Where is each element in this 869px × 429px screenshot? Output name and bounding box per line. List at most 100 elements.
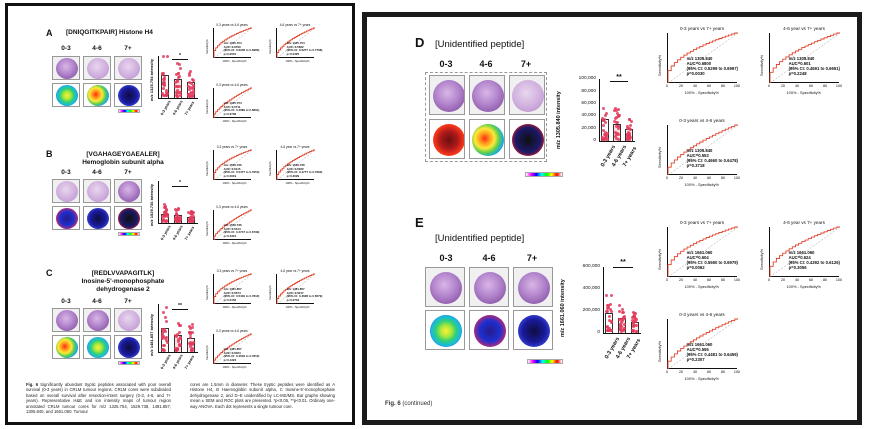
reference-line (276, 27, 316, 59)
x-tick-label: 20 (678, 84, 684, 88)
x-tick-label: 60 (706, 84, 712, 88)
intensity-colorbar (527, 359, 563, 364)
data-point (613, 108, 617, 112)
data-point (190, 330, 194, 334)
roc-title: 0-3 years vs 7+ years (216, 144, 248, 149)
significance-marker: * (179, 180, 181, 186)
data-point (187, 87, 191, 91)
data-point (609, 310, 613, 314)
data-point (632, 315, 636, 319)
panel-e-group-0: 0-3 (439, 253, 453, 263)
panel-letter-e: E (415, 215, 424, 230)
data-point (189, 82, 193, 86)
roc-ylabel: Sensitivity% (268, 38, 272, 54)
roc-xlabel: 100% - Specificity% (786, 90, 822, 96)
significance-marker: ** (620, 259, 626, 266)
data-point (191, 323, 195, 327)
data-point (605, 138, 609, 141)
data-point (604, 135, 608, 139)
data-point (161, 334, 165, 338)
y-axis (158, 304, 159, 352)
roc-stats: m/z 1305.840 AUC=0.601 (95% CI: 0.4691 t… (788, 56, 840, 76)
ion-intensity-map (509, 119, 545, 159)
ion-intensity-map (114, 206, 142, 230)
data-point (189, 85, 193, 89)
panel-e-ylabel: m/z 1661.060 intensity (560, 279, 566, 337)
intensity-colorbar (118, 232, 140, 236)
reference-line (213, 209, 253, 241)
panel-c-subtitle: Inosine-5'-monophosphate (81, 278, 165, 285)
data-point (635, 317, 639, 321)
roc-title: 4-6 years vs 7+ years (279, 22, 311, 27)
data-point (188, 92, 192, 96)
significance-marker: ** (178, 303, 182, 309)
panel-e-group-1: 4-6 (482, 253, 496, 263)
roc-ylabel: Sensitivity% (656, 340, 662, 362)
data-point (177, 342, 181, 346)
ion-intensity-map (469, 310, 509, 350)
data-point (614, 132, 618, 136)
ion-intensity-map (52, 83, 80, 107)
data-point (178, 90, 182, 94)
data-point (618, 328, 622, 332)
roc-xlabel: 100% - Specificity% (285, 59, 310, 63)
x-tick-label: 100 (835, 278, 843, 282)
roc-stats: m/z 1481.857 AUC=0.6574 (95% CI: 0.5449 … (223, 287, 260, 302)
reference-line (276, 273, 316, 305)
data-point (192, 215, 196, 219)
ion-intensity-map (52, 335, 80, 359)
data-point (190, 325, 194, 329)
data-point (179, 215, 183, 219)
roc-curve (276, 273, 315, 304)
tissue-image-grid (425, 72, 547, 162)
roc-xlabel: 100% - Specificity% (786, 284, 822, 290)
data-point (191, 211, 195, 215)
intensity-colorbar (118, 361, 140, 365)
roc-stats: m/z 1661.060 AUC=0.624 (95% CI: 0.4392 t… (788, 250, 840, 270)
significance-bracket (613, 267, 633, 268)
data-point (177, 75, 181, 79)
reference-line (213, 149, 253, 181)
x-tick-label: 60 (808, 278, 814, 282)
panel-b-ylabel: m/z 1529.736 intensity (149, 183, 154, 226)
data-point (162, 348, 166, 352)
x-tick-label: 40 (692, 278, 698, 282)
roc-curve-svg (667, 32, 739, 84)
y-tick-label: 200,000 (582, 308, 600, 314)
panel-d-group-0: 0-3 (439, 59, 453, 69)
data-point (175, 61, 179, 65)
panel-d-group-2: 7+ (520, 59, 532, 69)
data-point (617, 107, 621, 111)
panel-c-group-0: 0-3 (61, 298, 71, 305)
roc-stats: m/z 1529.736 AUC=0.6115 (95% CI: 0.5477 … (223, 163, 260, 178)
roc-stats: m/z 1529.736 AUC=0.6022 (95% CI: 0.4777 … (286, 163, 323, 178)
data-point (601, 117, 605, 121)
data-point (174, 84, 178, 88)
data-point (618, 309, 622, 313)
x-tick-label: 80 (822, 84, 828, 88)
he-core-image (83, 308, 111, 332)
y-axis (158, 181, 159, 223)
bar-xlabel: 7+ years (184, 100, 196, 116)
roc-curve (667, 318, 738, 369)
bar (605, 313, 614, 333)
data-point (161, 81, 165, 85)
data-point (613, 106, 617, 110)
reference-line (667, 226, 739, 278)
he-core-image (469, 75, 505, 115)
data-point (634, 311, 638, 315)
figure-label: Fig. 6 (385, 401, 401, 407)
data-point (616, 125, 620, 129)
data-point (187, 85, 191, 89)
roc-xlabel: 100% - Specificity% (285, 305, 310, 309)
x-tick-label: 20 (780, 278, 786, 282)
roc-curve (213, 87, 252, 118)
panel-c-subtitle-2: dehydrogenase 2 (96, 286, 150, 293)
significance-marker: ** (616, 74, 622, 81)
data-point (606, 324, 609, 328)
data-point (189, 344, 193, 348)
roc-curve-svg (769, 226, 841, 278)
data-point (165, 90, 169, 94)
data-point (605, 132, 609, 136)
roc-title: 0-3 years vs 7+ years (679, 219, 725, 225)
